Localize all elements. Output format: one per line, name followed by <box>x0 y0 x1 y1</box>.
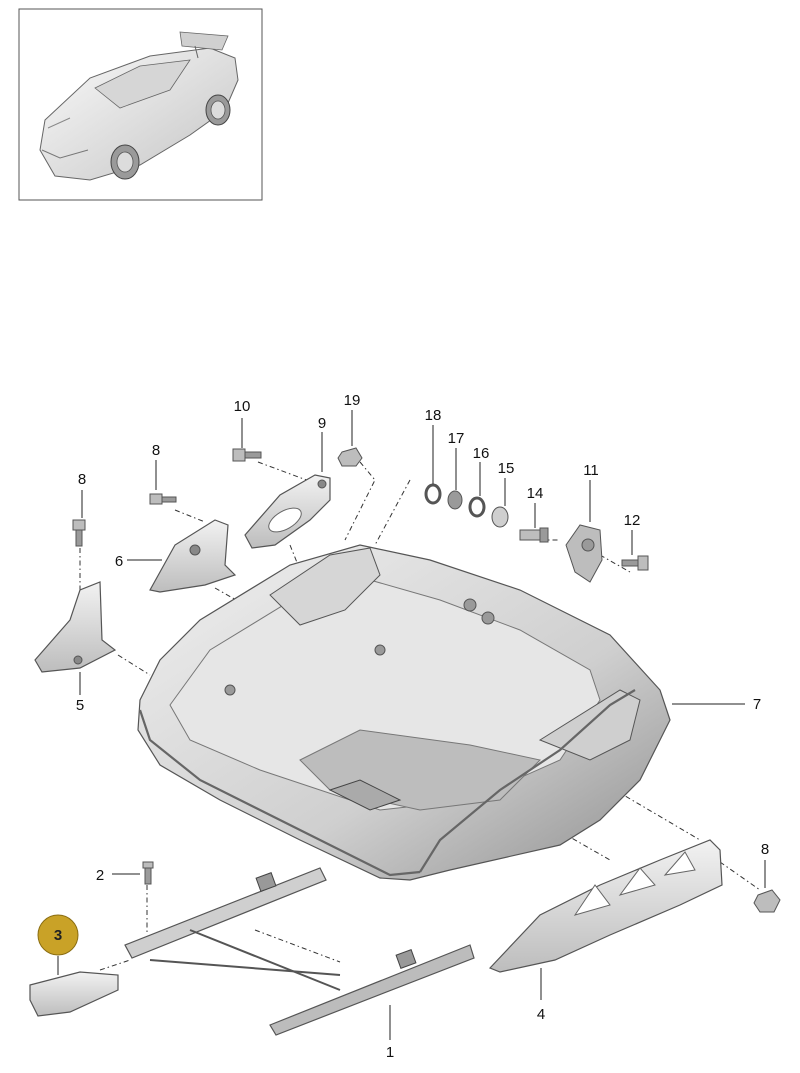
callout-4[interactable]: 4 <box>537 1006 545 1023</box>
callout-16[interactable]: 16 <box>473 445 490 462</box>
seat-pan <box>137 544 671 881</box>
callout-18[interactable]: 18 <box>425 407 442 424</box>
callout-5[interactable]: 5 <box>76 697 84 714</box>
bolt-8b <box>149 493 177 505</box>
vehicle-thumbnail <box>18 8 263 201</box>
callout-8b[interactable]: 8 <box>152 442 160 459</box>
bolt-8c <box>753 889 781 913</box>
bolt-12 <box>621 555 649 571</box>
latch-11 <box>565 524 603 583</box>
fasteners <box>72 447 781 913</box>
leader-lines <box>57 410 766 1040</box>
callout-11[interactable]: 11 <box>583 462 599 479</box>
highlight-circle <box>37 914 79 956</box>
car-illustration <box>39 31 239 181</box>
nut-19 <box>337 447 363 467</box>
callout-8c[interactable]: 8 <box>761 841 769 858</box>
callout-19[interactable]: 19 <box>344 392 361 409</box>
bracket-9 <box>244 474 331 549</box>
bracket-5 <box>34 581 117 673</box>
callout-7[interactable]: 7 <box>753 696 761 713</box>
cover-cap-3 <box>29 971 119 1017</box>
callout-14[interactable]: 14 <box>527 485 544 502</box>
washers <box>424 483 509 528</box>
callout-9[interactable]: 9 <box>318 415 326 432</box>
callout-8a[interactable]: 8 <box>78 471 86 488</box>
callout-15[interactable]: 15 <box>498 460 515 477</box>
screw-2 <box>142 861 154 885</box>
callouts: 1 2 3 4 5 6 7 8 8 8 9 10 11 12 14 15 16 … <box>37 392 769 1061</box>
callout-10[interactable]: 10 <box>234 398 251 415</box>
bracket-6 <box>149 519 237 593</box>
callout-3[interactable]: 3 <box>54 927 62 944</box>
seat-rails-1 <box>124 867 475 1036</box>
side-bracket-4 <box>488 839 723 973</box>
callout-6[interactable]: 6 <box>115 553 123 570</box>
pin-14 <box>519 527 549 543</box>
bolt-10 <box>232 448 262 462</box>
callout-3-badge[interactable]: 3 <box>37 914 79 956</box>
callout-1[interactable]: 1 <box>386 1044 394 1061</box>
callout-2[interactable]: 2 <box>96 867 104 884</box>
callout-12[interactable]: 12 <box>624 512 641 529</box>
callout-17[interactable]: 17 <box>448 430 465 447</box>
bolt-8a <box>72 519 86 547</box>
